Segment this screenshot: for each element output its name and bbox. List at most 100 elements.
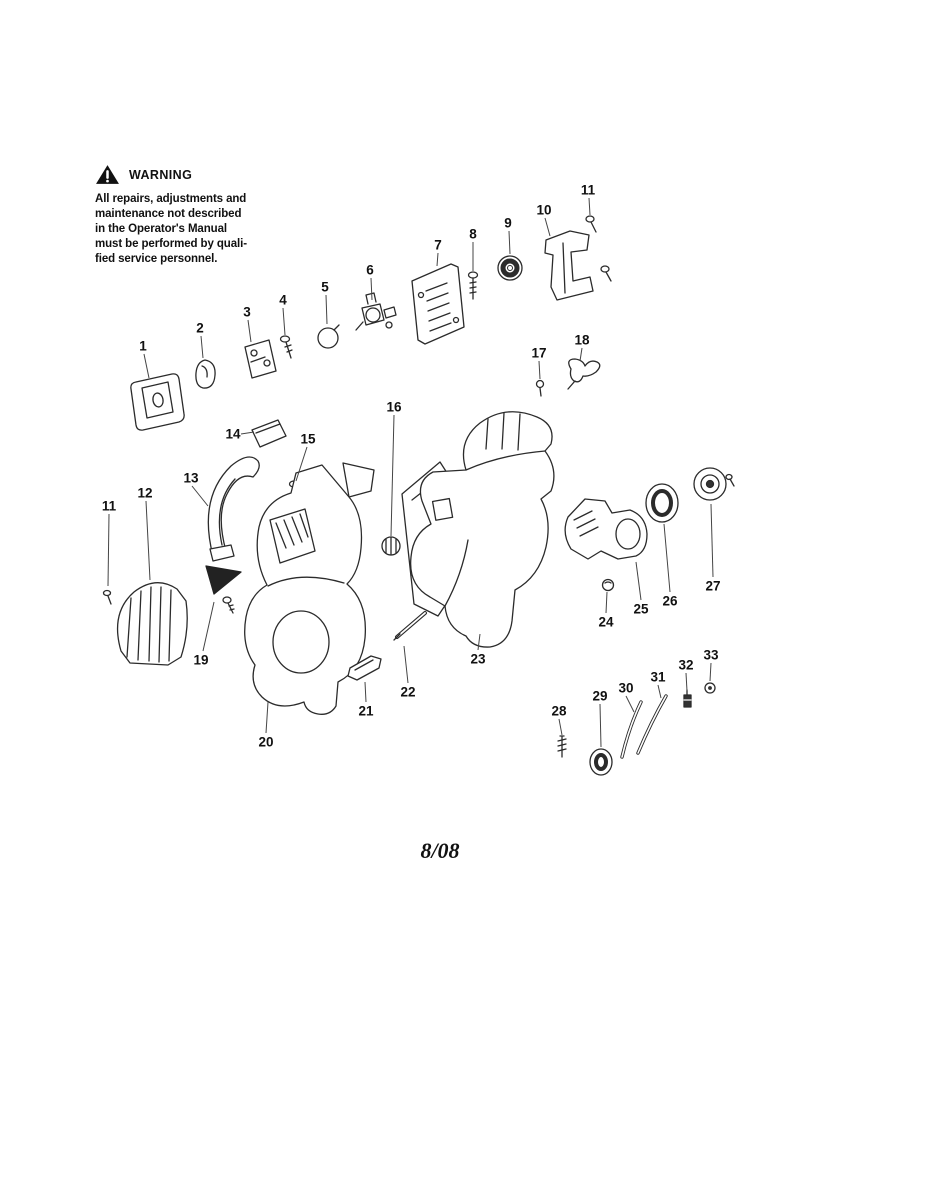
- part-32-art: [683, 689, 692, 708]
- warning-line: must be performed by quali-: [95, 237, 247, 250]
- leader-line-28: [558, 718, 563, 736]
- warning-block: WARNING All repairs, adjustments and mai…: [95, 164, 267, 267]
- part-29-art: [589, 748, 613, 776]
- leader-line-4: [282, 307, 286, 336]
- revision-date: 8/08: [420, 838, 460, 863]
- warning-triangle-icon: [96, 165, 119, 184]
- callout-label-15: 15: [300, 432, 316, 447]
- part-23-art: [401, 411, 555, 648]
- leader-line-17: [538, 360, 541, 380]
- callout-label-6: 6: [366, 263, 374, 278]
- callout-label-4: 4: [279, 293, 287, 308]
- callout-label-11: 11: [102, 499, 117, 514]
- part-24-art: [601, 578, 615, 592]
- callout-label-23: 23: [470, 652, 486, 667]
- part-11-left-art: [102, 589, 112, 605]
- callout-label-17: 17: [531, 346, 546, 361]
- leader-line-18: [579, 347, 583, 362]
- warning-line: fied service personnel.: [95, 252, 218, 265]
- leader-line-14: [240, 431, 255, 435]
- leader-line-29: [599, 703, 602, 748]
- part-3-art: [244, 339, 277, 379]
- callout-label-25: 25: [633, 602, 649, 617]
- callout-label-8: 8: [469, 227, 477, 242]
- callout-label-2: 2: [196, 321, 204, 336]
- part-33-art: [704, 682, 716, 694]
- part-13-art: [207, 456, 260, 562]
- leader-line-23: [477, 633, 481, 651]
- part-7-art: [411, 263, 465, 345]
- part-8-art: [467, 271, 479, 300]
- callout-label-27: 27: [705, 579, 720, 594]
- part-28-art: [557, 735, 567, 758]
- leader-line-11: [107, 513, 110, 587]
- part-20-art: [244, 462, 375, 715]
- leader-line-25: [635, 561, 642, 601]
- callout-label-9: 9: [504, 216, 512, 231]
- part-6-art: [355, 292, 397, 331]
- leader-line-12: [145, 500, 151, 581]
- leader-line-30: [625, 695, 635, 713]
- part-16-art: [381, 536, 401, 556]
- part-4-art: [279, 335, 293, 359]
- leader-line-32: [685, 672, 688, 692]
- leader-line-9: [508, 230, 511, 255]
- leader-line-22: [403, 645, 409, 684]
- part-19-art: [205, 565, 242, 614]
- warning-line: All repairs, adjustments and: [95, 193, 247, 205]
- part-17-art: [535, 379, 545, 397]
- part-5-art: [317, 324, 340, 349]
- callout-label-5: 5: [321, 280, 329, 295]
- leader-line-16: [390, 414, 395, 537]
- leader-lines: [107, 197, 714, 748]
- part-18-art: [567, 358, 601, 390]
- leader-line-1: [143, 353, 150, 379]
- leader-line-11: [588, 197, 591, 216]
- leader-line-2: [200, 335, 204, 359]
- diagram-artwork: [102, 215, 735, 776]
- callout-label-7: 7: [434, 238, 442, 253]
- leader-line-27: [710, 503, 714, 578]
- warning-line: in the Operator's Manual: [95, 222, 227, 235]
- part-21-art: [347, 655, 382, 681]
- warning-line: maintenance not described: [95, 207, 242, 220]
- callout-label-12: 12: [137, 486, 152, 501]
- part-2-art: [195, 359, 216, 389]
- leader-line-3: [247, 319, 252, 343]
- part-31-art: [636, 694, 668, 755]
- callout-label-31: 31: [650, 670, 666, 685]
- callout-label-19: 19: [193, 653, 208, 668]
- leader-line-13: [191, 485, 209, 507]
- callout-label-14: 14: [225, 427, 241, 442]
- leader-line-6: [370, 277, 373, 301]
- callout-label-20: 20: [258, 735, 273, 750]
- leader-line-19: [202, 601, 215, 652]
- part-26-art: [645, 483, 679, 523]
- callout-label-22: 22: [400, 685, 415, 700]
- leader-line-10: [544, 217, 551, 237]
- part-14-art: [251, 419, 287, 448]
- warning-body: All repairs, adjustments and maintenance…: [95, 192, 267, 267]
- callout-label-26: 26: [662, 594, 678, 609]
- part-25-art: [564, 498, 648, 560]
- part-1-art: [130, 373, 185, 431]
- warning-title: WARNING: [129, 167, 193, 182]
- leader-line-15: [295, 446, 308, 482]
- callout-label-3: 3: [243, 305, 251, 320]
- leader-line-26: [663, 523, 671, 593]
- part-12-art: [116, 582, 188, 666]
- leader-line-31: [657, 684, 662, 699]
- callout-label-32: 32: [678, 658, 693, 673]
- callout-label-30: 30: [618, 681, 633, 696]
- callout-label-10: 10: [536, 203, 551, 218]
- leader-line-24: [605, 591, 608, 614]
- part-9-art: [497, 255, 523, 281]
- part-22-art: [393, 611, 427, 641]
- leader-line-21: [364, 681, 367, 703]
- leader-line-5: [325, 294, 328, 325]
- callout-label-11: 11: [581, 183, 596, 198]
- callout-label-24: 24: [598, 615, 614, 630]
- leader-line-33: [709, 662, 712, 682]
